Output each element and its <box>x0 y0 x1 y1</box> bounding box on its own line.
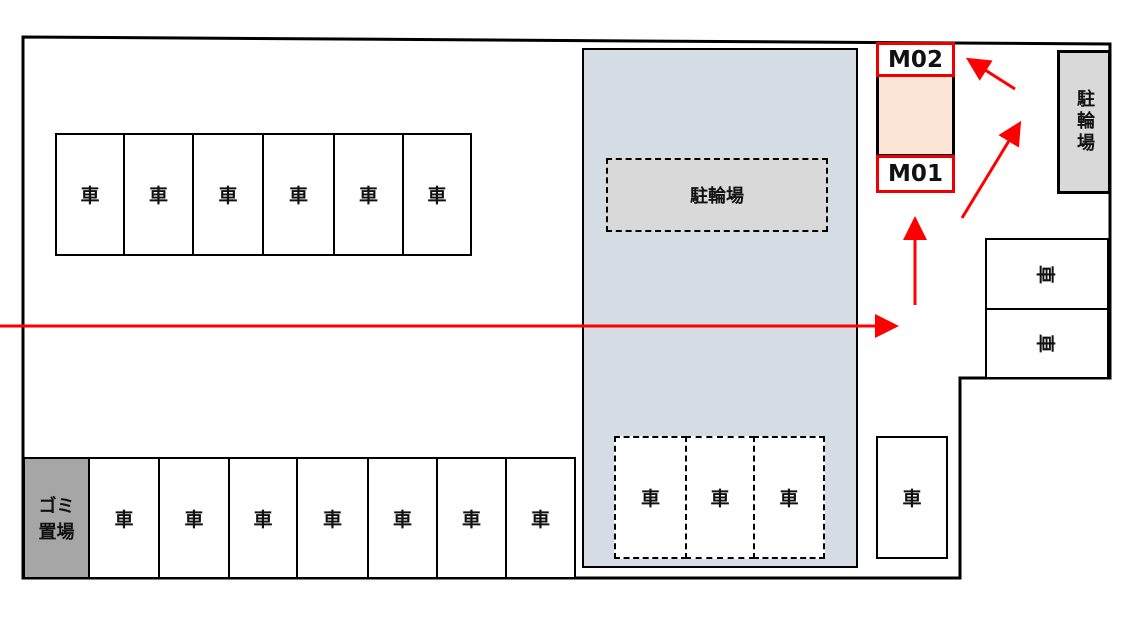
space-label: 車 <box>253 508 273 531</box>
space-label: 車 <box>530 508 550 531</box>
bicycle-label: 駐輪場 <box>1074 89 1095 155</box>
space-label: 車 <box>218 185 238 207</box>
parking-space: 車 <box>367 457 438 579</box>
space-label: 車 <box>779 488 799 510</box>
space-label: 車 <box>640 488 660 510</box>
bicycle-parking-center: 駐輪場 <box>606 158 828 232</box>
reserved-area <box>876 74 955 157</box>
space-label: 車 <box>461 508 481 531</box>
parking-space: 車 <box>402 133 472 256</box>
parking-space: 車 <box>88 457 160 579</box>
parking-space: 車 <box>876 436 948 559</box>
space-label: 車 <box>80 185 100 207</box>
m02-label: M02 <box>888 46 943 73</box>
arrow-diagonal <box>960 120 1022 219</box>
parking-space: 車 <box>158 457 230 579</box>
space-label: 車 <box>1034 264 1057 284</box>
space-label: 車 <box>392 508 412 531</box>
space-label: 車 <box>288 185 308 207</box>
space-label: 車 <box>427 185 447 207</box>
parking-space-dashed: 車 <box>685 436 755 559</box>
garbage-label: 置場 <box>38 522 75 543</box>
parking-space: 車 <box>296 457 369 579</box>
m01-label: M01 <box>888 161 943 187</box>
parking-space: 車 <box>55 133 125 256</box>
parking-space-rotated: 車 <box>985 238 1109 310</box>
space-label: 車 <box>322 508 342 531</box>
parking-space: 車 <box>333 133 404 256</box>
space-label: 車 <box>1034 333 1057 354</box>
arrow-to-m02 <box>965 57 1016 91</box>
space-label: 車 <box>710 488 730 510</box>
parking-space: 車 <box>262 133 335 256</box>
space-m02: M02 <box>876 42 955 77</box>
space-label: 車 <box>358 185 378 207</box>
parking-space: 車 <box>228 457 298 579</box>
space-label: 車 <box>184 508 204 531</box>
parking-space: 車 <box>192 133 264 256</box>
bicycle-label: 駐輪場 <box>690 186 744 207</box>
space-label: 車 <box>148 185 168 207</box>
space-m01: M01 <box>876 155 955 193</box>
parking-space: 車 <box>505 457 576 579</box>
parking-space-dashed: 車 <box>753 436 825 559</box>
garbage-area: ゴミ 置場 <box>23 457 90 579</box>
garbage-label: ゴミ <box>38 496 75 517</box>
bicycle-parking-right: 駐輪場 <box>1057 50 1111 194</box>
space-label: 車 <box>114 508 134 531</box>
parking-space: 車 <box>123 133 194 256</box>
parking-space-rotated: 車 <box>985 308 1109 379</box>
parking-space: 車 <box>436 457 507 579</box>
parking-space-dashed: 車 <box>614 436 687 559</box>
space-label: 車 <box>902 488 922 510</box>
